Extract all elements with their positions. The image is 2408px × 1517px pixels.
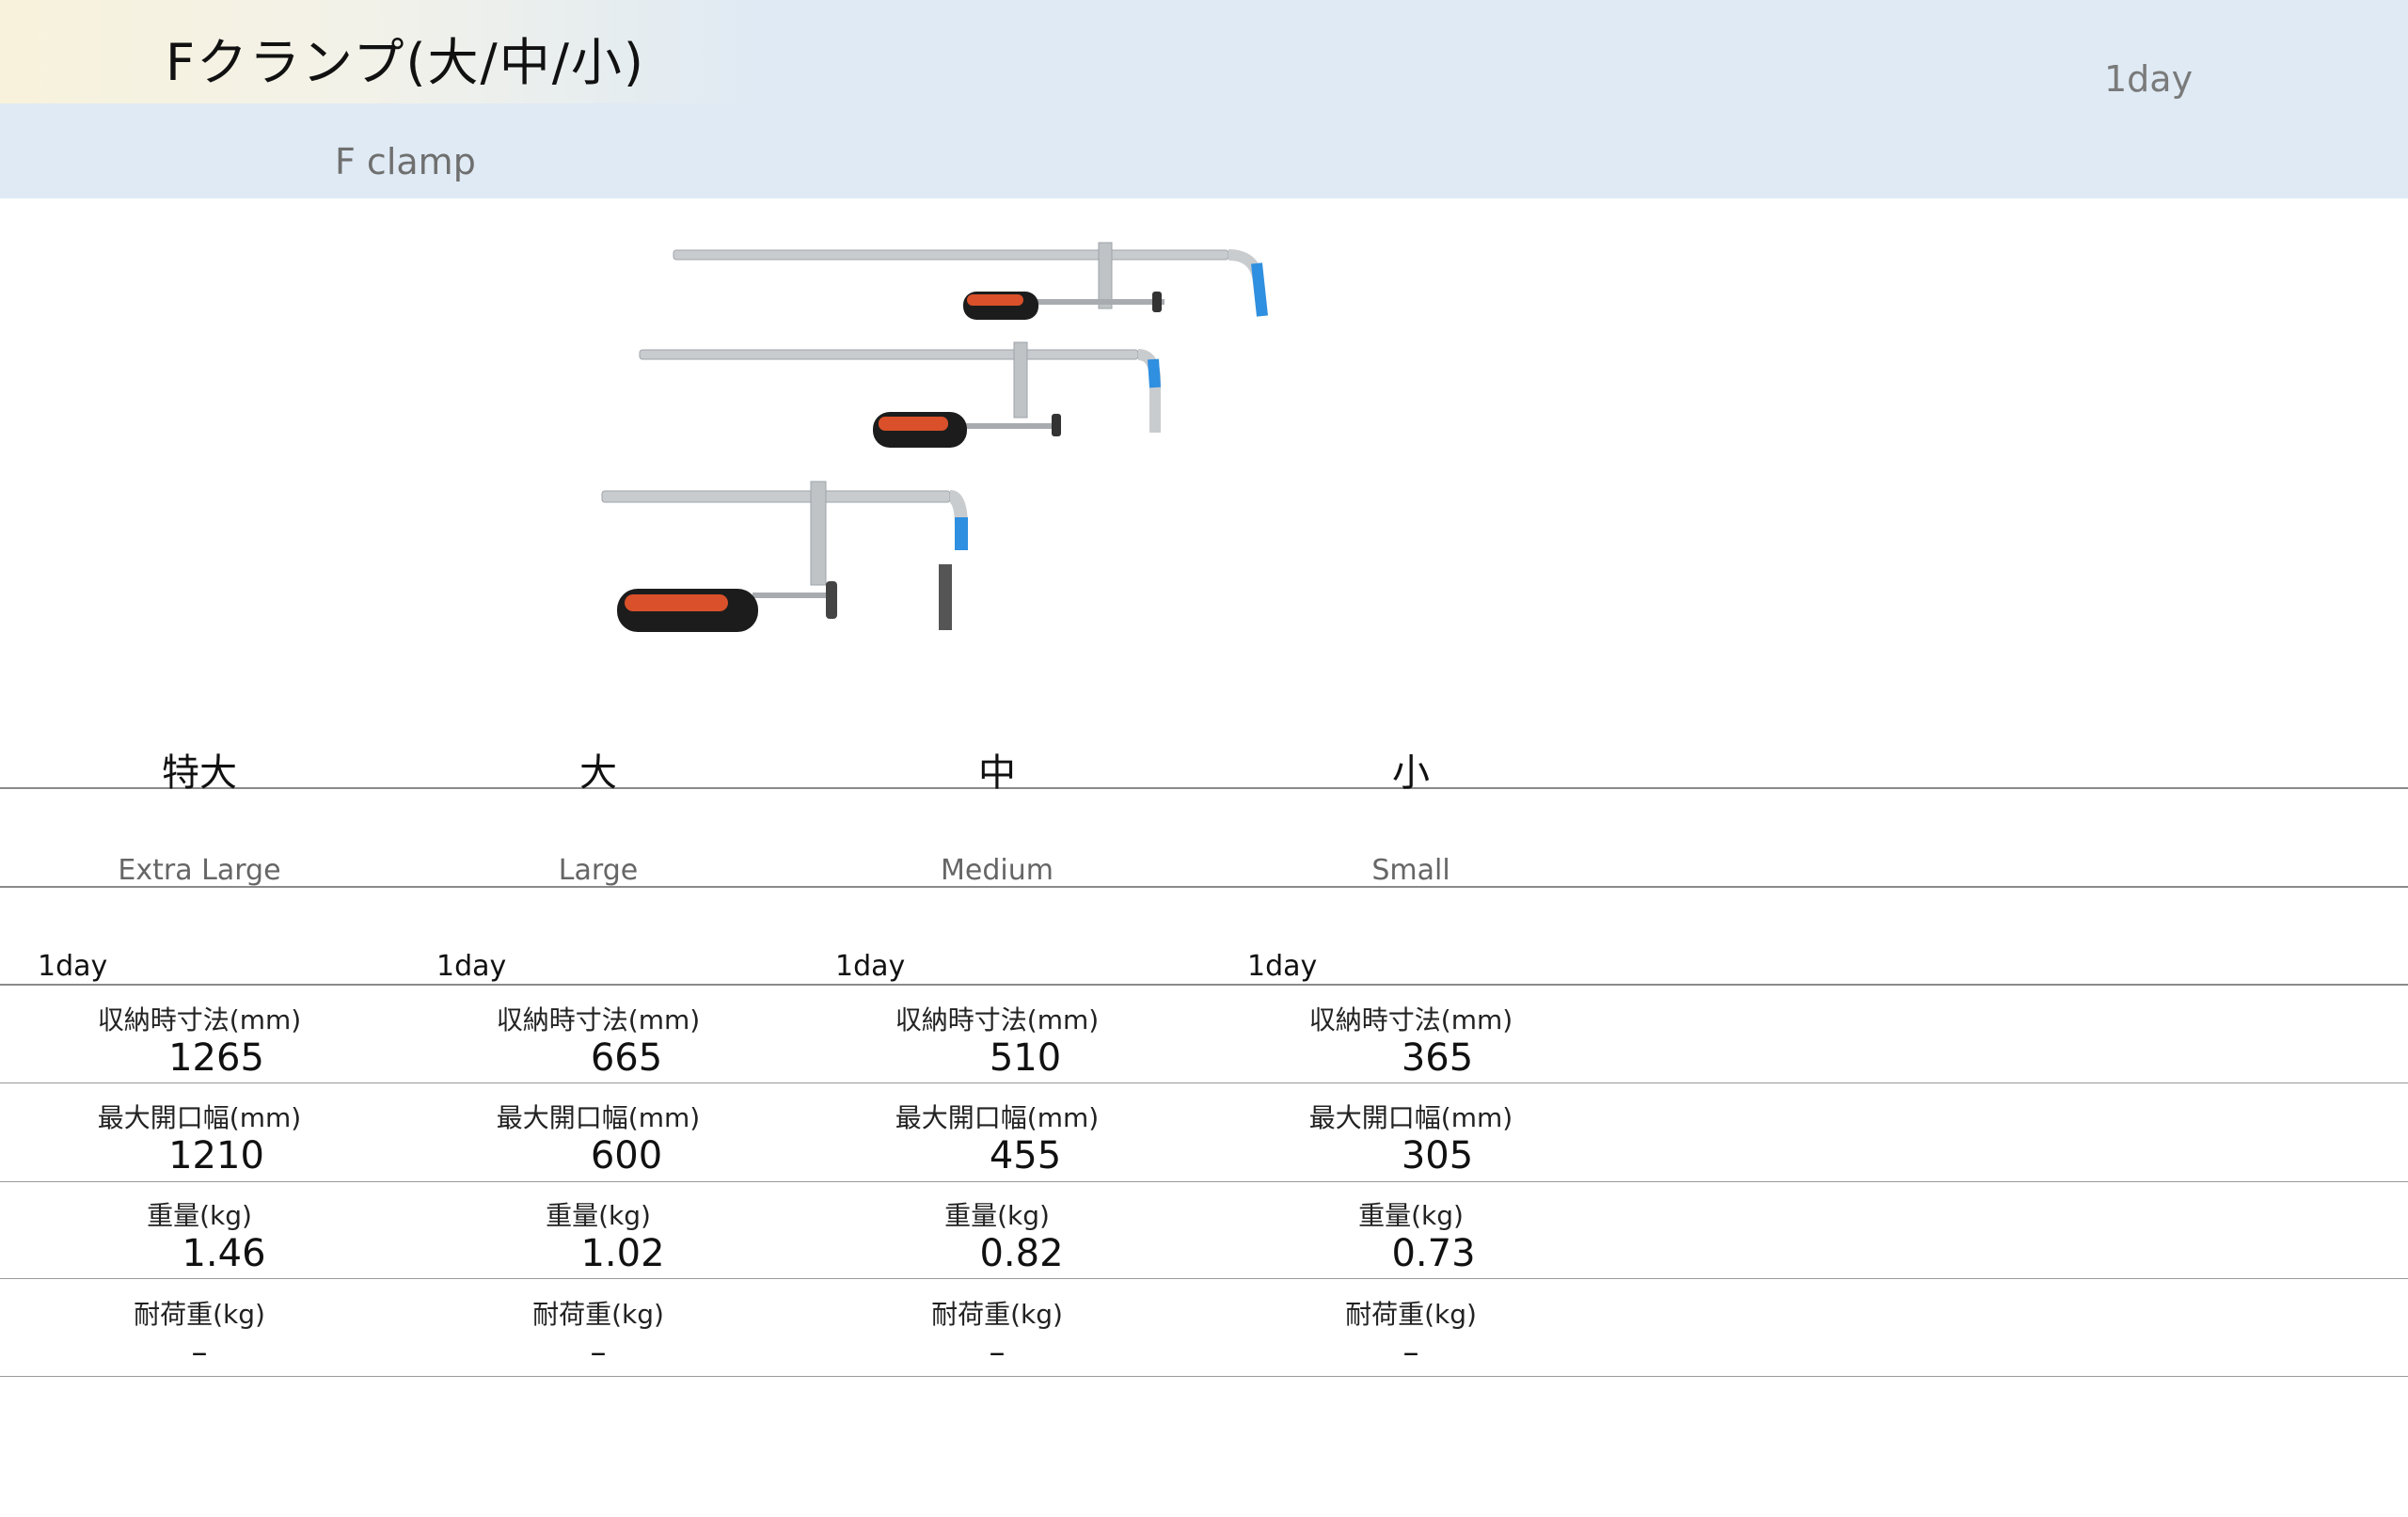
size-name-jp: 中 xyxy=(978,751,1016,795)
storage-size-label: 収納時寸法(mm) xyxy=(496,1004,701,1035)
weight-value: 0.73 xyxy=(1391,1232,1476,1275)
weight-value: 1.46 xyxy=(182,1232,266,1275)
rental-period: 1day xyxy=(38,950,108,983)
clamp-medium xyxy=(639,341,1161,448)
storage-size-value: 665 xyxy=(590,1036,663,1080)
rental-period: 1day xyxy=(835,950,906,983)
weight-label: 重量(kg) xyxy=(1358,1200,1464,1231)
divider xyxy=(0,1181,2408,1182)
max-opening-value: 600 xyxy=(590,1134,663,1177)
max-opening-label: 最大開口幅(mm) xyxy=(895,1102,1100,1133)
f-clamp-set-photo xyxy=(601,242,1268,632)
size-name-jp: 小 xyxy=(1392,751,1430,795)
load-capacity-label: 耐荷重(kg) xyxy=(134,1299,265,1330)
size-name-jp: 大 xyxy=(579,751,617,795)
max-opening-label: 最大開口幅(mm) xyxy=(1308,1102,1513,1133)
storage-size-value: 365 xyxy=(1401,1036,1474,1080)
weight-value: 0.82 xyxy=(979,1232,1064,1275)
size-name-en: Extra Large xyxy=(118,854,281,887)
divider xyxy=(0,1376,2408,1377)
max-opening-label: 最大開口幅(mm) xyxy=(496,1102,701,1133)
max-opening-value: 455 xyxy=(989,1134,1062,1177)
max-opening-label: 最大開口幅(mm) xyxy=(97,1102,302,1133)
clamp-large xyxy=(673,242,1268,320)
load-capacity-label: 耐荷重(kg) xyxy=(1345,1299,1477,1330)
storage-size-label: 収納時寸法(mm) xyxy=(1308,1004,1513,1035)
page-title: Fクランプ(大/中/小) xyxy=(166,33,645,92)
rental-period: 1day xyxy=(2104,58,2194,100)
size-name-en: Small xyxy=(1371,854,1450,887)
rental-period: 1day xyxy=(1247,950,1318,983)
load-capacity-label: 耐荷重(kg) xyxy=(532,1299,664,1330)
weight-value: 1.02 xyxy=(580,1232,665,1275)
size-name-en: Medium xyxy=(941,854,1054,887)
weight-label: 重量(kg) xyxy=(546,1200,651,1231)
load-capacity-value: – xyxy=(989,1334,1006,1371)
load-capacity-label: 耐荷重(kg) xyxy=(931,1299,1063,1330)
rental-period: 1day xyxy=(436,950,507,983)
max-opening-value: 305 xyxy=(1401,1134,1474,1177)
weight-label: 重量(kg) xyxy=(944,1200,1050,1231)
weight-label: 重量(kg) xyxy=(147,1200,252,1231)
divider xyxy=(0,1278,2408,1279)
load-capacity-value: – xyxy=(590,1334,607,1371)
size-name-jp: 特大 xyxy=(162,751,237,795)
divider xyxy=(0,787,2408,789)
divider xyxy=(0,1082,2408,1083)
storage-size-value: 1265 xyxy=(168,1036,264,1080)
storage-size-label: 収納時寸法(mm) xyxy=(895,1004,1100,1035)
load-capacity-value: – xyxy=(1402,1334,1419,1371)
max-opening-value: 1210 xyxy=(168,1134,264,1177)
storage-size-label: 収納時寸法(mm) xyxy=(97,1004,302,1035)
title-highlight xyxy=(0,0,771,103)
page-subtitle: F clamp xyxy=(335,141,476,182)
load-capacity-value: – xyxy=(191,1334,208,1371)
clamp-small xyxy=(601,481,968,632)
size-name-en: Large xyxy=(558,854,639,887)
divider xyxy=(0,886,2408,888)
divider xyxy=(0,984,2408,986)
storage-size-value: 510 xyxy=(989,1036,1062,1080)
